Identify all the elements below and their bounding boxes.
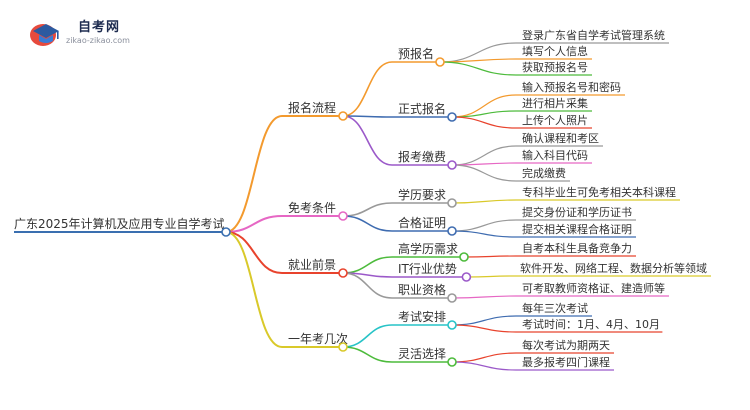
leaf-edge-1-1-1 — [451, 230, 517, 238]
leaf-node-0-2-1[interactable]: 输入科目代码 — [522, 148, 588, 162]
leaf-edge-0-0-1 — [439, 58, 517, 63]
leaf-node-0-1-2[interactable]: 上传个人照片 — [522, 114, 588, 127]
child-edge-0-1 — [342, 115, 393, 118]
branch-node-3[interactable]: 一年考几次 — [288, 332, 348, 346]
mind-map-nodes: 广东2025年计算机及应用专业自学考试 报名流程 预报名 登录广东省自学考试管理系统填… — [14, 28, 707, 369]
leaf-node-1-1-1[interactable]: 提交相关课程合格证明 — [522, 222, 632, 236]
child-node-0-0[interactable]: 预报名 — [398, 46, 434, 61]
logo-title: 自考网 — [78, 20, 121, 35]
branch-node-2[interactable]: 就业前景 — [288, 257, 336, 272]
leaf-node-3-0-0[interactable]: 每年三次考试 — [522, 301, 588, 315]
branch-edge-1 — [225, 215, 283, 233]
graduation-cap-icon — [30, 24, 59, 46]
child-toggle-1-0[interactable] — [447, 198, 457, 208]
child-toggle-0-0[interactable] — [435, 57, 445, 67]
leaf-node-1-1-0[interactable]: 提交身份证和学历证书 — [522, 205, 632, 219]
branch-node-1[interactable]: 免考条件 — [288, 200, 336, 215]
leaf-edge-1-1-0 — [451, 219, 517, 232]
branch-toggle-1[interactable] — [338, 211, 348, 221]
leaf-edge-0-2-2 — [451, 164, 517, 182]
child-toggle-3-0[interactable] — [447, 320, 457, 330]
leaf-node-0-1-0[interactable]: 输入预报名号和密码 — [522, 80, 621, 94]
leaf-node-2-1-0[interactable]: 软件开发、网络工程、数据分析等领域 — [520, 261, 707, 275]
site-logo[interactable]: 自考网 zikao-zikao.com — [28, 14, 148, 52]
branch-edge-0 — [225, 115, 283, 233]
leaf-node-0-0-0[interactable]: 登录广东省自学考试管理系统 — [522, 28, 665, 42]
leaf-edge-2-2-0 — [451, 295, 517, 299]
branch-toggle-0[interactable] — [338, 111, 348, 121]
child-toggle-2-0[interactable] — [459, 252, 469, 262]
leaf-edge-2-1-0 — [466, 275, 515, 278]
child-edge-0-2 — [342, 115, 393, 166]
leaf-edge-3-1-0 — [451, 352, 517, 363]
leaf-node-0-2-0[interactable]: 确认课程和考区 — [522, 132, 599, 145]
child-edge-1-0 — [342, 202, 393, 217]
child-toggle-2-1[interactable] — [461, 272, 472, 282]
leaf-node-0-2-2[interactable]: 完成缴费 — [522, 166, 566, 180]
child-edge-3-0 — [342, 324, 393, 348]
child-node-2-0[interactable]: 高学历需求 — [398, 241, 458, 256]
child-node-3-0[interactable]: 考试安排 — [398, 309, 446, 324]
leaf-node-1-0-0[interactable]: 专科毕业生可免考相关本科课程 — [522, 185, 676, 199]
branch-node-0[interactable]: 报名流程 — [288, 100, 336, 115]
branch-toggle-3[interactable] — [338, 342, 348, 352]
child-edge-3-1 — [342, 346, 393, 363]
root-toggle[interactable] — [221, 227, 231, 237]
leaf-node-2-0-0[interactable]: 自考本科生具备竞争力 — [522, 241, 632, 255]
leaf-node-0-0-2[interactable]: 获取预报名号 — [522, 60, 588, 74]
logo-subtitle: zikao-zikao.com — [66, 36, 130, 45]
leaf-node-2-2-0[interactable]: 可考取教师资格证、建造师等 — [522, 281, 665, 295]
root-node[interactable]: 广东2025年计算机及应用专业自学考试 — [14, 216, 225, 231]
child-node-0-2[interactable]: 报考缴费 — [398, 149, 446, 164]
branch-edge-3 — [225, 231, 283, 348]
leaf-edge-0-0-2 — [439, 61, 517, 76]
leaf-edge-0-2-0 — [451, 145, 517, 166]
mind-map-edges — [14, 42, 711, 371]
leaf-edge-1-0-0 — [451, 199, 517, 204]
leaf-edge-3-1-1 — [451, 361, 517, 371]
child-edge-2-0 — [342, 256, 393, 274]
child-node-1-1[interactable]: 合格证明 — [398, 215, 446, 230]
child-toggle-0-1[interactable] — [447, 112, 457, 122]
leaf-node-3-0-1[interactable]: 考试时间：1月、4月、10月 — [522, 318, 660, 331]
branch-toggle-2[interactable] — [338, 268, 348, 278]
leaf-edge-3-0-0 — [451, 315, 517, 326]
child-toggle-1-1[interactable] — [447, 226, 457, 236]
child-edge-0-0 — [342, 61, 393, 117]
child-toggle-0-2[interactable] — [447, 160, 457, 170]
child-toggle-3-1[interactable] — [447, 357, 457, 367]
leaf-node-0-1-1[interactable]: 进行相片采集 — [522, 96, 588, 110]
leaf-node-3-1-1[interactable]: 最多报考四门课程 — [522, 355, 610, 369]
child-edge-1-1 — [342, 215, 393, 232]
child-node-1-0[interactable]: 学历要求 — [398, 187, 446, 202]
leaf-edge-0-1-2 — [451, 116, 517, 129]
child-node-0-1[interactable]: 正式报名 — [398, 101, 446, 116]
leaf-edge-2-0-0 — [463, 255, 517, 258]
leaf-edge-3-0-1 — [451, 324, 517, 333]
child-node-2-2[interactable]: 职业资格 — [398, 282, 446, 297]
child-toggle-2-2[interactable] — [447, 293, 457, 303]
child-node-3-1[interactable]: 灵活选择 — [398, 347, 446, 361]
leaf-node-3-1-0[interactable]: 每次考试为期两天 — [522, 338, 610, 352]
child-edge-2-2 — [342, 272, 393, 299]
child-node-2-1[interactable]: IT行业优势 — [398, 262, 457, 276]
branch-edge-2 — [225, 231, 283, 274]
leaf-node-0-0-1[interactable]: 填写个人信息 — [522, 44, 588, 58]
